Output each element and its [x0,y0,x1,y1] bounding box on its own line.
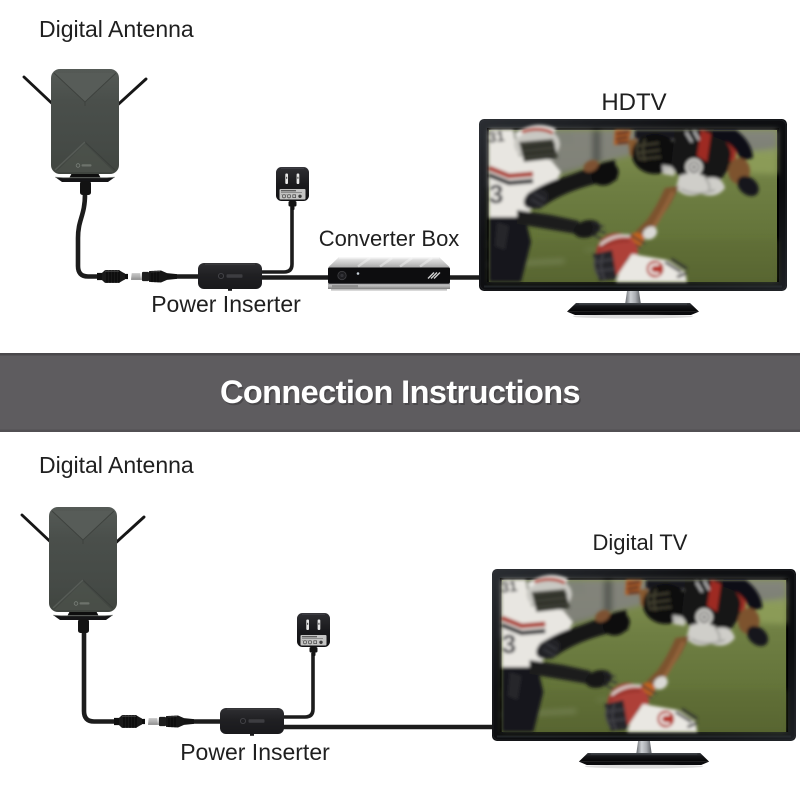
svg-text:Power Inserter: Power Inserter [180,739,330,765]
svg-text:Digital Antenna: Digital Antenna [39,16,194,42]
svg-text:Converter Box: Converter Box [319,226,460,251]
svg-text:Digital TV: Digital TV [593,530,688,555]
svg-text:Power Inserter: Power Inserter [151,291,301,317]
svg-text:HDTV: HDTV [601,89,666,116]
svg-text:Connection Instructions: Connection Instructions [220,374,580,410]
svg-text:Digital Antenna: Digital Antenna [39,452,194,478]
svg-text:Connection Instructions: Connection Instructions [222,376,582,412]
